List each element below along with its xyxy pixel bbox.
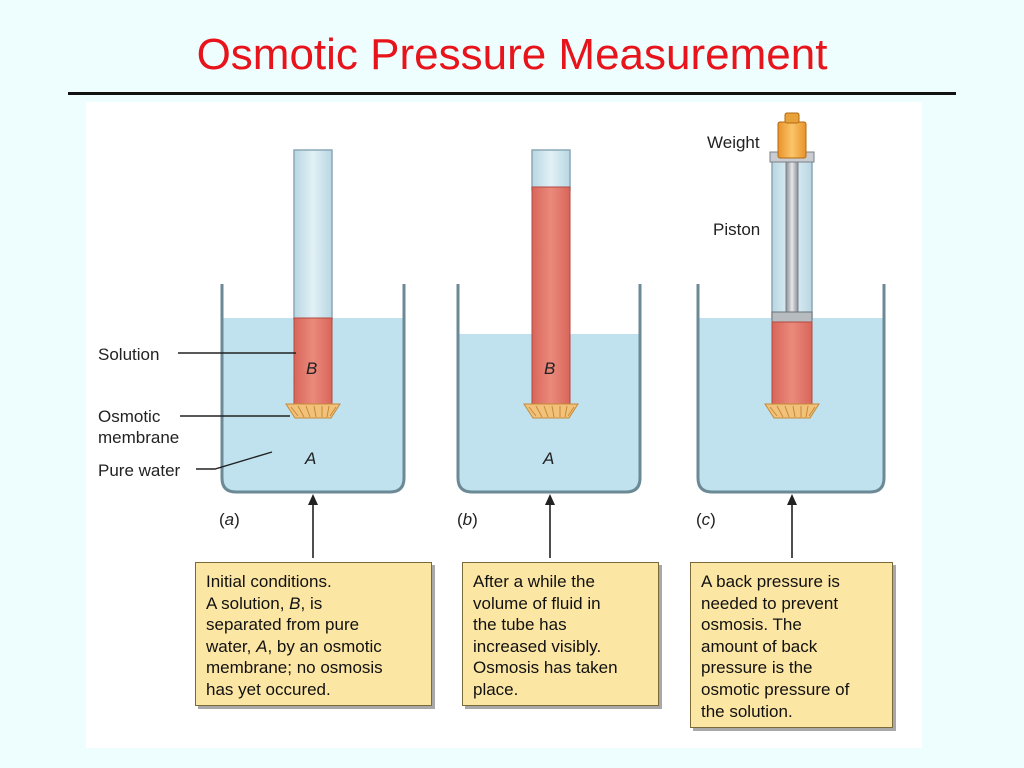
caption-c-line3: osmosis. The <box>701 615 802 635</box>
caption-c-line4: amount of back <box>701 636 818 656</box>
panel-tag-b: (b) <box>457 510 478 529</box>
caption-box-a: Initial conditions. A solution, B, is se… <box>195 562 432 706</box>
title-rule <box>68 92 956 95</box>
caption-a-line2: A solution, B, is <box>206 593 323 613</box>
region-a-label-b: A <box>542 449 554 468</box>
weight-knob <box>784 112 800 124</box>
region-a-label-a: A <box>304 449 316 468</box>
label-solution: Solution <box>98 345 159 364</box>
caption-b-line2: volume of fluid in <box>473 593 601 613</box>
label-weight: Weight <box>707 133 760 152</box>
label-osmotic: Osmotic <box>98 407 161 426</box>
weight-block <box>777 121 807 159</box>
slide-title: Osmotic Pressure Measurement <box>196 30 828 79</box>
caption-c-line6: osmotic pressure of <box>701 679 850 699</box>
membrane-b <box>523 403 579 419</box>
membrane-c <box>764 403 820 419</box>
caption-a-line5: membrane; no osmosis <box>206 658 383 678</box>
caption-b-line5: Osmosis has taken <box>473 658 618 678</box>
piston-rod <box>785 161 799 313</box>
arrows <box>308 494 797 558</box>
tube-c-solution <box>771 321 813 407</box>
caption-a-line4: water, A, by an osmotic <box>206 636 382 656</box>
beaker-b-wall <box>456 284 642 494</box>
caption-a-line3: separated from pure <box>206 615 360 635</box>
caption-a-line1: Initial conditions. <box>206 572 332 591</box>
caption-box-c: A back pressure is needed to prevent osm… <box>690 562 893 728</box>
caption-b-line3: the tube has <box>473 615 567 635</box>
leader-lines <box>178 352 296 470</box>
tube-a-solution <box>293 317 333 407</box>
beaker-b <box>456 149 642 494</box>
region-b-label-a: B <box>306 359 317 378</box>
panel-tag-c: (c) <box>696 510 716 529</box>
beaker-c <box>696 112 886 494</box>
caption-c-line2: needed to prevent <box>701 593 839 613</box>
tube-a-empty <box>293 149 333 321</box>
panel-tag-a: (a) <box>219 510 240 529</box>
caption-b-line1: After a while the <box>473 572 595 591</box>
membrane-a <box>285 403 341 419</box>
beaker-c-wall <box>696 284 886 494</box>
beaker-a <box>220 149 406 494</box>
beaker-a-wall <box>220 284 406 494</box>
caption-c-line1: A back pressure is <box>701 572 840 591</box>
caption-c-line5: pressure is the <box>701 658 813 678</box>
caption-c-line7: the solution. <box>701 701 793 721</box>
caption-b-line6: place. <box>473 679 519 699</box>
label-membrane: membrane <box>98 428 179 447</box>
label-piston: Piston <box>713 220 760 239</box>
piston-head <box>771 311 813 323</box>
label-pure-water: Pure water <box>98 461 181 480</box>
caption-a-line6: has yet occured. <box>206 679 331 699</box>
osmosis-diagram: Solution Osmotic membrane Pure water Wei… <box>98 112 886 558</box>
caption-b-line4: increased visibly. <box>473 636 602 656</box>
region-b-label-b: B <box>544 359 555 378</box>
tube-b-empty <box>531 149 571 191</box>
caption-box-b: After a while the volume of fluid in the… <box>462 562 659 706</box>
